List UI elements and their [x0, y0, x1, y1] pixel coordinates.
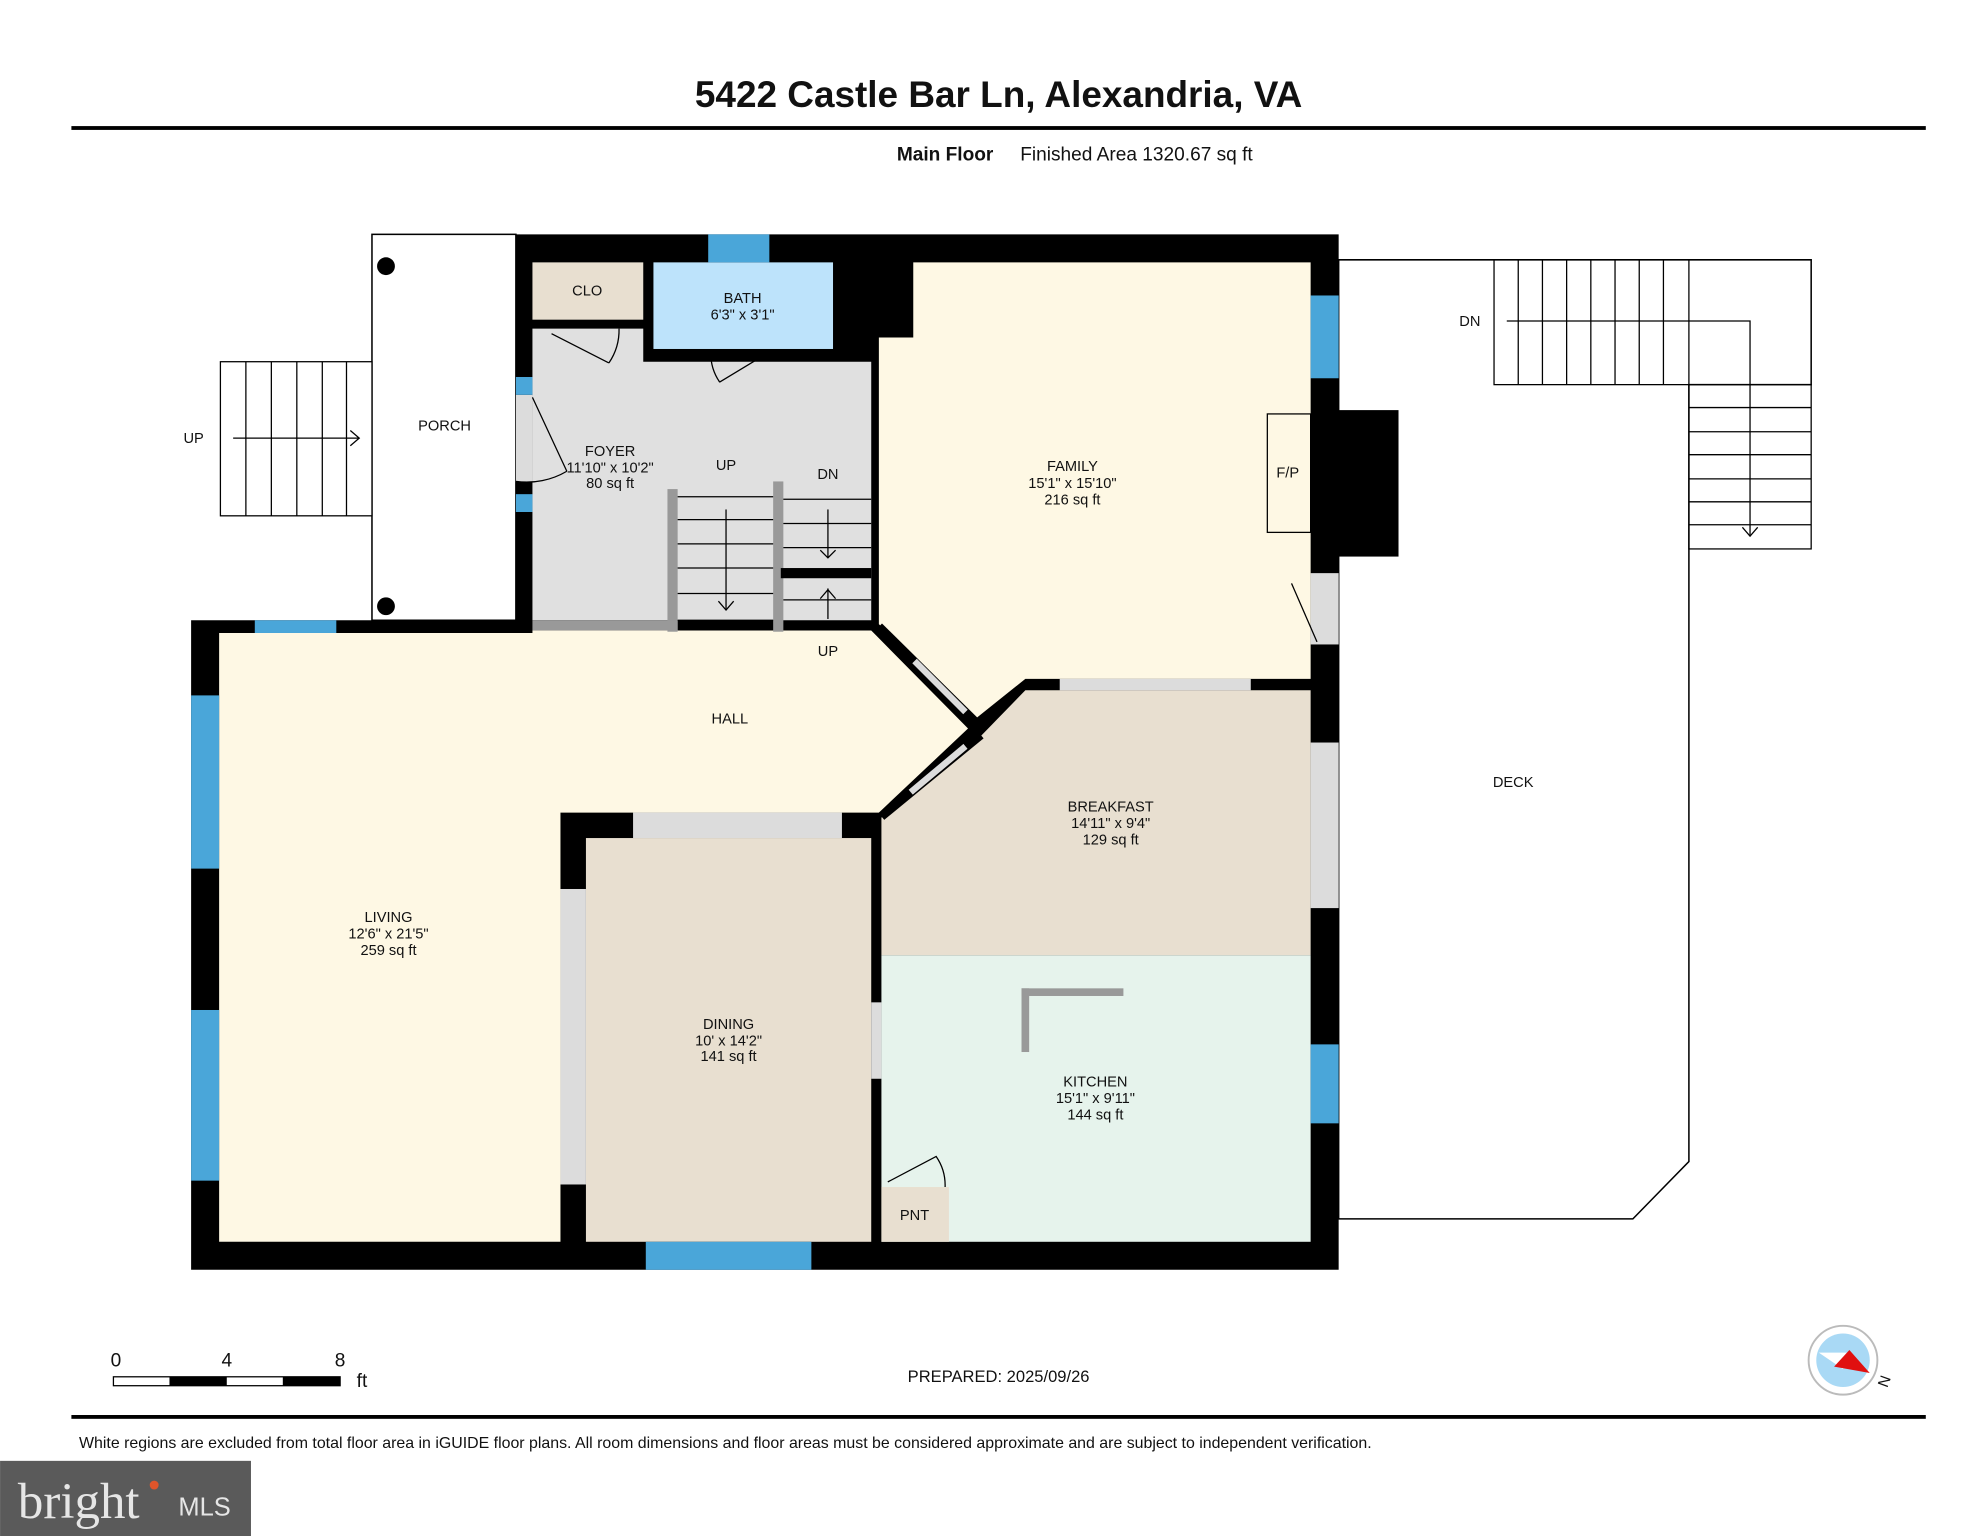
- svg-text:bright: bright: [18, 1474, 140, 1530]
- scale-bar: 0 4 8 ft: [111, 1351, 368, 1392]
- room-dining: [585, 838, 872, 1242]
- page-title: 5422 Castle Bar Ln, Alexandria, VA: [695, 74, 1302, 115]
- window: [708, 234, 770, 263]
- room-label-porch: PORCH: [418, 418, 471, 434]
- svg-text:KITCHEN: KITCHEN: [1063, 1074, 1127, 1090]
- svg-text:15'1" x 9'11": 15'1" x 9'11": [1056, 1091, 1135, 1107]
- svg-text:BREAKFAST: BREAKFAST: [1068, 799, 1154, 815]
- kitchen-counter: [1021, 988, 1124, 996]
- fireplace-chimney: [1310, 410, 1399, 557]
- room-pantry: [881, 1187, 949, 1242]
- svg-text:N: N: [1875, 1373, 1895, 1389]
- svg-text:259 sq ft: 259 sq ft: [360, 943, 416, 959]
- door-panel: [912, 658, 968, 715]
- svg-text:14'11" x 9'4": 14'11" x 9'4": [1071, 816, 1150, 832]
- room-hall-living: [219, 630, 969, 1242]
- floor-name: Main Floor: [897, 144, 994, 165]
- svg-text:141 sq ft: 141 sq ft: [701, 1049, 757, 1065]
- kitchen-counter: [1021, 988, 1030, 1053]
- svg-text:8: 8: [335, 1351, 346, 1372]
- window: [1310, 295, 1339, 379]
- svg-text:216 sq ft: 216 sq ft: [1044, 492, 1100, 508]
- room-label-hall: HALL: [712, 711, 749, 727]
- window: [191, 695, 220, 869]
- door-swing: [887, 1155, 946, 1188]
- doorway: [633, 812, 842, 839]
- doorway: [515, 394, 533, 482]
- svg-text:FAMILY: FAMILY: [1047, 459, 1098, 475]
- north-arrow-icon: N: [1807, 1324, 1895, 1396]
- header-divider: [71, 126, 1926, 130]
- porch-stairs: [219, 361, 373, 517]
- room-label-closet: CLO: [572, 283, 602, 299]
- window: [515, 376, 533, 395]
- door-swing: [1290, 583, 1318, 643]
- room-closet: [532, 262, 644, 320]
- room-label-breakfast: BREAKFAST 14'11" x 9'4" 129 sq ft: [1068, 799, 1154, 848]
- room-label-deck: DECK: [1493, 775, 1534, 791]
- svg-text:144 sq ft: 144 sq ft: [1067, 1108, 1123, 1124]
- room-label-bath: BATH 6'3" x 3'1": [711, 291, 775, 324]
- bright-mls-logo: bright MLS: [0, 1460, 251, 1536]
- stair-label: UP: [818, 644, 838, 660]
- svg-text:BATH: BATH: [724, 291, 762, 307]
- svg-text:12'6" x 21'5": 12'6" x 21'5": [348, 927, 428, 943]
- doorway: [1059, 678, 1251, 691]
- svg-text:80 sq ft: 80 sq ft: [586, 476, 634, 492]
- fireplace: [1266, 413, 1312, 534]
- svg-text:FOYER: FOYER: [585, 444, 635, 460]
- room-label-family: FAMILY 15'1" x 15'10" 216 sq ft: [1028, 459, 1116, 508]
- stair-label: UP: [183, 431, 203, 447]
- porch-post: [377, 597, 395, 616]
- room-label-foyer: FOYER 11'10" x 10'2" 80 sq ft: [567, 444, 654, 492]
- room-label-pantry: PNT: [900, 1208, 929, 1224]
- door-swing: [551, 328, 620, 364]
- window: [645, 1241, 812, 1270]
- doorway: [1310, 573, 1339, 645]
- doorway: [560, 888, 586, 1185]
- door-swing: [710, 352, 769, 383]
- porch-post: [377, 257, 395, 276]
- footer-divider: [71, 1415, 1926, 1419]
- svg-text:0: 0: [111, 1351, 122, 1372]
- svg-text:15'1" x 15'10": 15'1" x 15'10": [1028, 476, 1116, 492]
- room-label-kitchen: KITCHEN 15'1" x 9'11" 144 sq ft: [1056, 1074, 1135, 1123]
- finished-area: Finished Area 1320.67 sq ft: [1020, 144, 1253, 165]
- window: [254, 620, 337, 633]
- disclaimer: White regions are excluded from total fl…: [79, 1435, 1372, 1452]
- stair-label: DN: [817, 467, 838, 483]
- room-breakfast: [881, 690, 1311, 956]
- window: [191, 1009, 220, 1181]
- room-label-fireplace: F/P: [1276, 466, 1299, 482]
- interior-stairs: [532, 481, 872, 632]
- room-label-dining: DINING 10' x 14'2" 141 sq ft: [695, 1017, 762, 1065]
- svg-text:10' x 14'2": 10' x 14'2": [695, 1034, 762, 1050]
- svg-text:129 sq ft: 129 sq ft: [1083, 832, 1139, 848]
- svg-text:MLS: MLS: [178, 1494, 230, 1522]
- stair-label: UP: [716, 458, 736, 474]
- svg-text:4: 4: [221, 1351, 232, 1372]
- stair-label: DN: [1459, 314, 1480, 330]
- prepared-date: PREPARED: 2025/09/26: [908, 1367, 1090, 1386]
- svg-text:6'3" x 3'1": 6'3" x 3'1": [711, 308, 775, 324]
- deck: [1337, 259, 1812, 1220]
- svg-text:DINING: DINING: [703, 1017, 754, 1033]
- doorway: [1310, 742, 1339, 909]
- room-kitchen: [881, 955, 1311, 1242]
- room-family: [878, 262, 1311, 720]
- svg-text:11'10" x 10'2": 11'10" x 10'2": [567, 461, 654, 477]
- door-swing: [515, 397, 568, 483]
- doorway: [871, 1002, 882, 1079]
- window: [515, 494, 533, 512]
- porch: [371, 233, 517, 622]
- svg-text:ft: ft: [357, 1371, 368, 1392]
- svg-text:LIVING: LIVING: [365, 910, 413, 926]
- door-panel: [908, 743, 968, 795]
- window: [1310, 1044, 1339, 1124]
- deck-stairs: [1493, 259, 1812, 550]
- room-label-living: LIVING 12'6" x 21'5" 259 sq ft: [348, 910, 428, 959]
- room-bath: [653, 262, 834, 349]
